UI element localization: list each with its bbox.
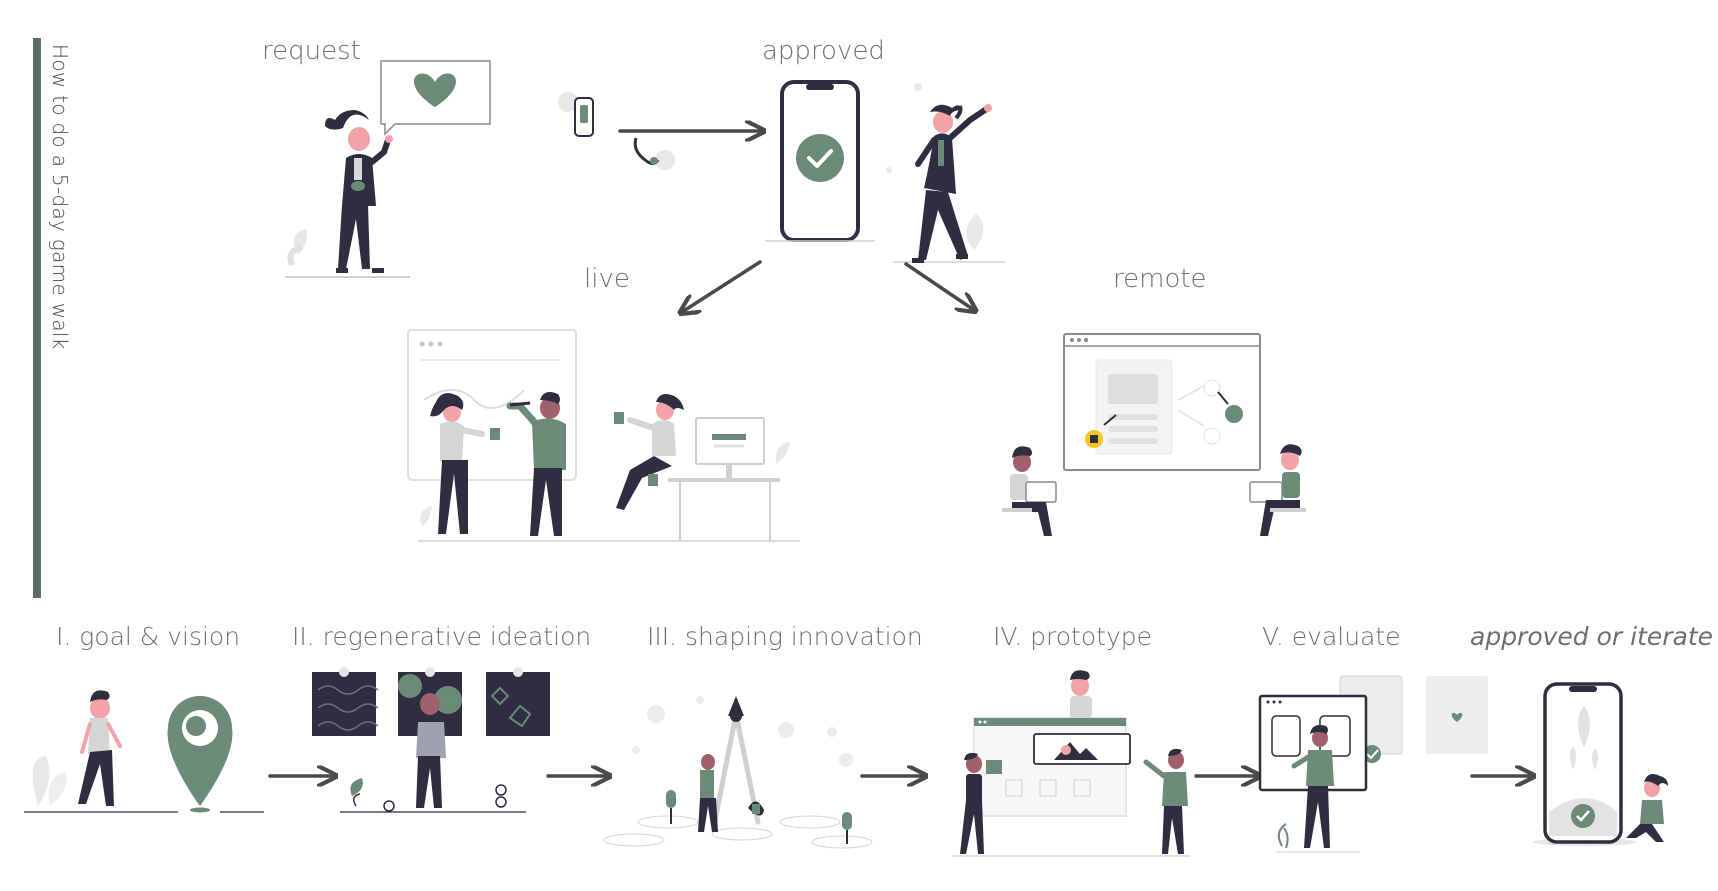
evaluate-illustration [1260,676,1402,852]
approved-phone [765,82,922,241]
goal-vision-illustration [24,690,264,812]
request-illustration [285,61,490,277]
prototype-illustration [952,670,1190,856]
approved-or-iterate-illustration [1533,684,1668,846]
arrow-to-remote [906,264,974,310]
arrow-to-live [682,262,760,312]
live-workshop-illustration [408,330,800,541]
remote-collaboration-illustration [1002,334,1306,536]
ideation-illustration [312,667,550,812]
shaping-innovation-illustration [604,696,872,848]
celebrating-person [886,104,1005,263]
